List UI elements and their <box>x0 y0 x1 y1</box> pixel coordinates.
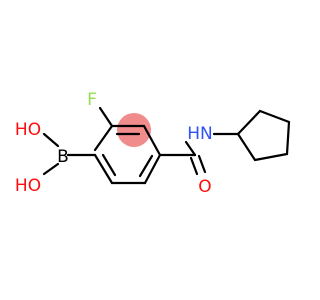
molecule-structure: B HO HO F HN O <box>15 90 291 197</box>
bond-cp1-cp2 <box>236 109 262 136</box>
bond-boron-oh-top <box>42 132 60 148</box>
bond-c1-c2 <box>93 124 114 152</box>
molecule-diagram: B HO HO F HN O <box>15 90 291 197</box>
carbonyl-oxygen-label: O <box>198 177 211 197</box>
fluorine-atom-label: F <box>87 90 97 110</box>
bond-cp5-cp1 <box>236 132 257 162</box>
highlighted-atom-marker <box>117 113 151 147</box>
bond-cp3-cp4 <box>285 120 291 156</box>
bond-group <box>42 106 291 185</box>
amide-nitrogen-label: HN <box>187 124 213 144</box>
bond-c3-c4 <box>142 124 162 157</box>
bond-c4-c5-inner <box>138 154 154 178</box>
bond-carbonyl-nitrogen <box>184 140 197 157</box>
bond-carbonyl-oxygen-2 <box>197 154 207 174</box>
hydroxyl-bottom-label: HO <box>15 176 41 196</box>
bond-cp4-cp5 <box>253 152 289 162</box>
bond-carbonyl-oxygen-1 <box>189 156 199 176</box>
bond-c6-c1-inner <box>101 153 117 177</box>
bond-boron-oh-bottom <box>42 162 60 176</box>
hydroxyl-top-label: HO <box>15 120 41 140</box>
bond-c4-c5 <box>143 153 162 185</box>
bond-ring-fluorine <box>98 106 114 128</box>
bond-c6-c1 <box>93 153 114 185</box>
bond-cp2-cp3 <box>258 109 291 124</box>
boron-atom-label: B <box>57 147 69 167</box>
